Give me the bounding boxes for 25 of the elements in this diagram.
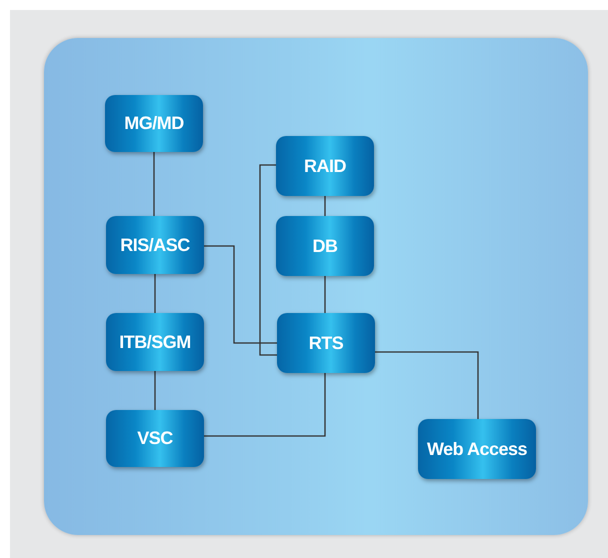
connector-line	[154, 274, 156, 313]
node-label: MG/MD	[124, 113, 184, 134]
process-box	[418, 419, 536, 479]
node-label: VSC	[137, 428, 173, 449]
node-label: ITB/SGM	[119, 332, 191, 352]
process-box	[276, 136, 374, 196]
node-label: RIS/ASC	[120, 234, 190, 256]
process-box	[106, 216, 204, 274]
connector-line	[154, 371, 156, 410]
process-box	[106, 313, 204, 371]
process-box	[277, 313, 375, 373]
connector-line	[324, 276, 326, 313]
node-label: DB	[312, 236, 338, 256]
node-label: RAID	[304, 156, 346, 176]
node-label: RTS	[308, 332, 344, 354]
process-box	[276, 216, 374, 276]
connector-line	[153, 152, 155, 216]
connector-line	[324, 196, 326, 216]
node-label: Web Access	[426, 438, 528, 460]
connector-line	[259, 164, 277, 356]
process-box	[105, 95, 203, 152]
process-box	[106, 410, 204, 467]
connector-line	[204, 245, 277, 344]
connector-line	[375, 351, 479, 419]
connector-line	[204, 373, 326, 437]
